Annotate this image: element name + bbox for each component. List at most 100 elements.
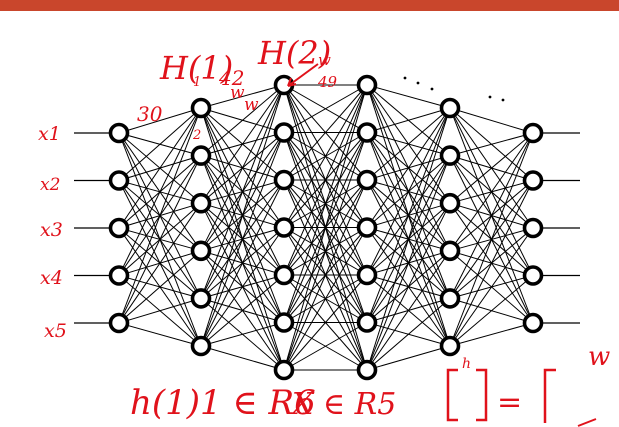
node-layer2-5: [190, 288, 212, 309]
input-label-x5: x5: [44, 320, 67, 342]
node-layer2-6: [190, 335, 212, 357]
input-label-x1: x1: [38, 123, 61, 145]
edge-1-5-2: [200, 179, 285, 347]
edge-3-6-4: [366, 298, 451, 371]
layer2-label: H(2): [257, 34, 331, 72]
edge-2-3-0: [283, 84, 368, 228]
edge-4-1-0: [449, 132, 534, 157]
node-layer5-6: [439, 335, 461, 357]
node-layer3-6: [273, 312, 295, 333]
node-layer3-4: [273, 217, 295, 238]
node-layer3-5: [273, 264, 295, 286]
edge-3-5-0: [366, 107, 451, 323]
node-layer6-5: [522, 312, 544, 334]
edge-1-5-5: [200, 322, 285, 347]
edge-0-3-0: [118, 107, 202, 276]
node-layer4-5: [356, 264, 378, 286]
weight-count-49: 49: [317, 73, 338, 91]
node-layer6-1: [522, 122, 544, 144]
edge-3-6-1: [366, 155, 451, 371]
edge-2-6-1: [283, 132, 368, 371]
edge-3-6-0: [366, 107, 451, 371]
ellipsis-dot-1: [403, 76, 407, 80]
annotations: x1 x2 x3 x4 x5 H(1) H(2) 30 42 49 1 2 w …: [38, 34, 610, 427]
weight-symbol-w3: w: [318, 51, 331, 69]
edge-2-6-5: [283, 322, 368, 371]
edge-1-5-1: [200, 132, 285, 347]
edge-2-6-4: [283, 274, 368, 371]
edge-3-6-2: [366, 202, 451, 371]
weight-count-42: 42: [218, 66, 244, 90]
edge-2-6-0: [283, 84, 368, 371]
weight-count-30: 30: [137, 102, 163, 126]
edge-1-2-0: [200, 84, 285, 204]
stray-mark: [577, 418, 597, 427]
node-layer4-1: [356, 74, 378, 96]
edge-0-4-0: [118, 107, 202, 324]
edge-2-6-3: [283, 227, 368, 371]
weight-symbol-w1: w: [230, 83, 245, 103]
node-layer5-4: [439, 240, 461, 262]
node-layer3-7: [273, 359, 295, 381]
edge-0-1-0: [118, 107, 202, 181]
node-layer3-3: [273, 169, 295, 191]
edge-4-3-0: [449, 132, 534, 252]
node-layer1-2: [108, 170, 130, 191]
bracket-left-1: [446, 368, 458, 422]
edge-1-5-4: [200, 274, 285, 347]
node-layer1-4: [108, 265, 130, 286]
h-in-r6-text: h(1)1 ∈ R6: [130, 383, 316, 423]
edge-3-0-0: [366, 84, 451, 109]
edge-4-4-0: [449, 132, 534, 299]
weight-symbol-w2: w: [244, 95, 259, 115]
edge-0-2-0: [118, 107, 202, 229]
edge-0-0-0: [118, 107, 202, 134]
edge-1-5-0: [200, 84, 285, 347]
edge-4-5-3: [449, 275, 534, 347]
edge-4-5-4: [449, 322, 534, 347]
edge-1-3-0: [200, 84, 285, 252]
edge-4-5-0: [449, 132, 534, 347]
edge-4-5-2: [449, 227, 534, 347]
edge-2-1-0: [283, 84, 368, 133]
connection-edges: [118, 84, 534, 371]
node-layer5-3: [439, 192, 461, 214]
node-layer3-2: [273, 122, 295, 143]
equals-sign: =: [497, 385, 522, 420]
node-layer2-4: [190, 240, 212, 262]
node-layer4-3: [356, 169, 378, 191]
node-layer1-1: [108, 122, 130, 144]
layer1-label: H(1): [159, 49, 233, 87]
node-layer2-3: [190, 192, 212, 214]
ellipsis-dot-5: [501, 98, 505, 102]
edge-2-4-0: [283, 84, 368, 276]
input-label-x2: x2: [40, 175, 60, 195]
edge-0-4-3: [118, 250, 202, 324]
neuron-nodes: [108, 74, 544, 381]
edge-2-5-0: [283, 84, 368, 323]
arrow-to-node: [287, 63, 319, 87]
node-label-1: 1: [193, 75, 201, 90]
edge-0-4-5: [118, 322, 202, 347]
edge-1-4-0: [200, 84, 285, 299]
input-label-x3: x3: [40, 219, 63, 241]
node-label-2: 2: [192, 128, 201, 143]
edge-3-3-0: [366, 107, 451, 228]
edge-3-4-0: [366, 107, 451, 276]
node-layer2-1: [190, 97, 212, 119]
edge-1-0-0: [200, 84, 285, 109]
node-layer5-5: [439, 288, 461, 309]
edge-1-5-3: [200, 227, 285, 347]
edge-4-5-1: [449, 180, 534, 347]
weight-symbol-right: w: [588, 342, 610, 372]
edge-4-0-0: [449, 107, 534, 134]
edge-3-6-3: [366, 250, 451, 371]
ellipsis-dots: [403, 76, 505, 102]
edge-0-4-2: [118, 202, 202, 324]
bracket-right-1: [476, 368, 488, 422]
bracket-h-label: h: [462, 356, 471, 372]
node-layer4-6: [356, 312, 378, 333]
ellipsis-dot-2: [416, 81, 420, 85]
ellipsis-dot-4: [488, 95, 492, 99]
